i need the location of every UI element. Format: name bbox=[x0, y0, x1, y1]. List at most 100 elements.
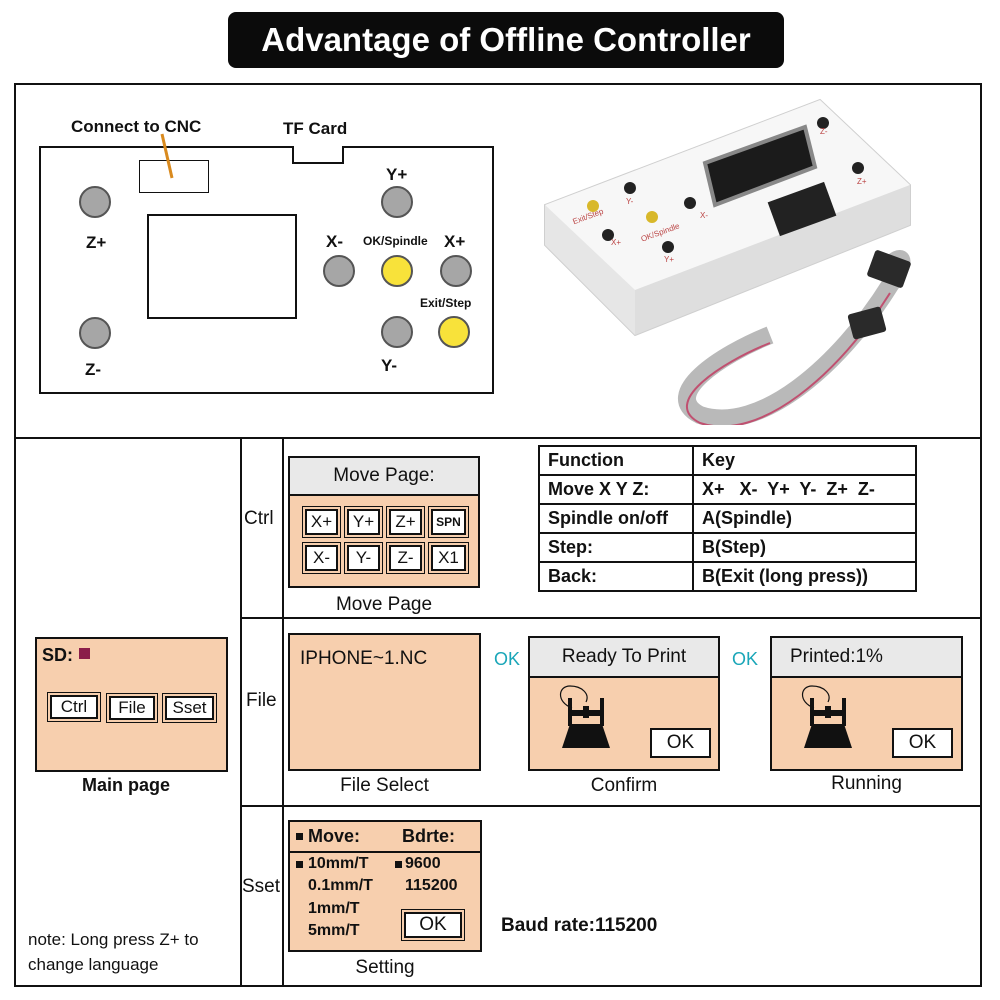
page-title: Advantage of Offline Controller bbox=[228, 12, 784, 68]
key-y-minus[interactable]: Y- bbox=[344, 542, 383, 574]
key-y-minus-label: Y- bbox=[347, 545, 380, 571]
table-cell: X+ X- Y+ Y- Z+ Z- bbox=[692, 474, 917, 505]
printer-running-icon bbox=[801, 685, 852, 748]
running-ok-button[interactable]: OK bbox=[892, 728, 953, 758]
setting-ok-label: OK bbox=[404, 912, 462, 938]
sset-menu-label: Sset bbox=[165, 696, 214, 720]
key-z-plus-label: Z+ bbox=[389, 509, 422, 535]
key-x-plus-label: X+ bbox=[305, 509, 338, 535]
note-line-1: note: Long press Z+ to bbox=[28, 930, 199, 949]
x-plus-button[interactable] bbox=[440, 255, 472, 287]
ctrl-menu-button[interactable]: Ctrl bbox=[47, 692, 101, 722]
z-plus-label: Z+ bbox=[86, 233, 107, 252]
connect-cnc-label: Connect to CNC bbox=[71, 117, 202, 136]
sd-status-icon bbox=[79, 648, 90, 659]
table-cell: Move X Y Z: bbox=[538, 474, 694, 505]
key-x-plus[interactable]: X+ bbox=[302, 506, 341, 538]
key-x1-label: X1 bbox=[431, 545, 466, 571]
exit-step-button[interactable] bbox=[438, 316, 470, 348]
key-spn[interactable]: SPN bbox=[428, 506, 469, 538]
photo-label-x-minus: X- bbox=[700, 211, 708, 220]
move-page-caption: Move Page bbox=[335, 594, 433, 615]
key-x-minus-label: X- bbox=[305, 545, 338, 571]
y-minus-button[interactable] bbox=[381, 316, 413, 348]
z-minus-button[interactable] bbox=[79, 317, 111, 349]
move-page-title: Move Page: bbox=[290, 458, 478, 496]
move-option[interactable]: 10mm/T bbox=[308, 855, 369, 872]
running-caption: Running bbox=[831, 773, 902, 794]
key-y-plus-label: Y+ bbox=[347, 509, 380, 535]
key-z-minus[interactable]: Z- bbox=[386, 542, 425, 574]
photo-label-z-plus: Z+ bbox=[857, 177, 867, 186]
printer-icon bbox=[559, 685, 610, 748]
lcd-screen-outline bbox=[147, 214, 297, 319]
y-plus-button[interactable] bbox=[381, 186, 413, 218]
note-line-2: change language bbox=[28, 955, 159, 974]
ok-spindle-label: OK/Spindle bbox=[363, 234, 428, 248]
connector-pointer bbox=[160, 133, 174, 179]
key-z-minus-label: Z- bbox=[389, 545, 422, 571]
move-option[interactable]: 1mm/T bbox=[308, 900, 360, 917]
table-row: Back: B(Exit (long press)) bbox=[538, 561, 917, 592]
photo-label-y-plus: Y+ bbox=[664, 255, 675, 264]
x-plus-label: X+ bbox=[444, 232, 466, 251]
table-cell: Step: bbox=[538, 532, 694, 563]
z-minus-label: Z- bbox=[85, 360, 102, 379]
tf-card-label: TF Card bbox=[283, 119, 348, 138]
file-menu-button[interactable]: File bbox=[106, 693, 158, 723]
sset-menu-button[interactable]: Sset bbox=[162, 693, 217, 723]
table-cell: Back: bbox=[538, 561, 694, 592]
table-row: Move X Y Z: X+ X- Y+ Y- Z+ Z- bbox=[538, 474, 917, 505]
selected-baud-icon bbox=[395, 861, 402, 868]
outer-frame bbox=[14, 83, 982, 987]
file-menu-label: File bbox=[109, 696, 155, 720]
running-title: Printed:1% bbox=[772, 638, 961, 678]
setting-ok-button[interactable]: OK bbox=[401, 909, 465, 941]
table-header-function: Function bbox=[538, 445, 694, 476]
ctrl-row-label: Ctrl bbox=[244, 508, 274, 529]
move-header: Move: bbox=[308, 826, 361, 846]
tf-card-slot bbox=[292, 146, 344, 164]
ok-arrow-1: OK bbox=[494, 649, 521, 669]
ctrl-menu-label: Ctrl bbox=[50, 695, 98, 719]
key-y-plus[interactable]: Y+ bbox=[344, 506, 383, 538]
baud-option[interactable]: 9600 bbox=[405, 855, 441, 872]
ok-spindle-button[interactable] bbox=[381, 255, 413, 287]
function-table: Function Key Move X Y Z: X+ X- Y+ Y- Z+ … bbox=[538, 445, 917, 592]
file-name[interactable]: IPHONE~1.NC bbox=[300, 648, 428, 669]
photo-label-z-minus: Z- bbox=[820, 127, 828, 136]
sset-row-label: Sset bbox=[242, 876, 281, 897]
board-outline bbox=[39, 146, 494, 394]
key-spn-label: SPN bbox=[431, 509, 466, 535]
confirm-ok-button[interactable]: OK bbox=[650, 728, 711, 758]
y-plus-label: Y+ bbox=[386, 165, 408, 184]
photo-label-x-plus: X+ bbox=[611, 238, 622, 247]
file-select-caption: File Select bbox=[340, 775, 429, 796]
divider-top bbox=[14, 437, 982, 439]
divider-label-col bbox=[282, 437, 284, 987]
move-bullet-icon bbox=[296, 833, 303, 840]
setting-divider bbox=[290, 851, 480, 853]
key-x-minus[interactable]: X- bbox=[302, 542, 341, 574]
controller-photo bbox=[544, 98, 911, 425]
table-row: Step: B(Step) bbox=[538, 532, 917, 563]
move-option[interactable]: 5mm/T bbox=[308, 922, 360, 939]
exit-step-label: Exit/Step bbox=[420, 296, 472, 310]
table-cell: B(Step) bbox=[692, 532, 917, 563]
setting-caption: Setting bbox=[355, 957, 415, 978]
z-plus-button[interactable] bbox=[79, 186, 111, 218]
file-select-screen bbox=[288, 633, 481, 771]
x-minus-button[interactable] bbox=[323, 255, 355, 287]
table-cell: A(Spindle) bbox=[692, 503, 917, 534]
key-x1[interactable]: X1 bbox=[428, 542, 469, 574]
key-z-plus[interactable]: Z+ bbox=[386, 506, 425, 538]
main-page-caption: Main page bbox=[82, 775, 171, 795]
divider-left-col bbox=[240, 437, 242, 987]
baud-option[interactable]: 115200 bbox=[405, 877, 458, 894]
file-row-label: File bbox=[246, 690, 277, 711]
baud-rate-text: Baud rate:115200 bbox=[501, 915, 658, 936]
divider-file-sset bbox=[240, 805, 982, 807]
divider-ctrl-file bbox=[240, 617, 982, 619]
move-option[interactable]: 0.1mm/T bbox=[308, 877, 373, 894]
y-minus-label: Y- bbox=[381, 356, 398, 375]
